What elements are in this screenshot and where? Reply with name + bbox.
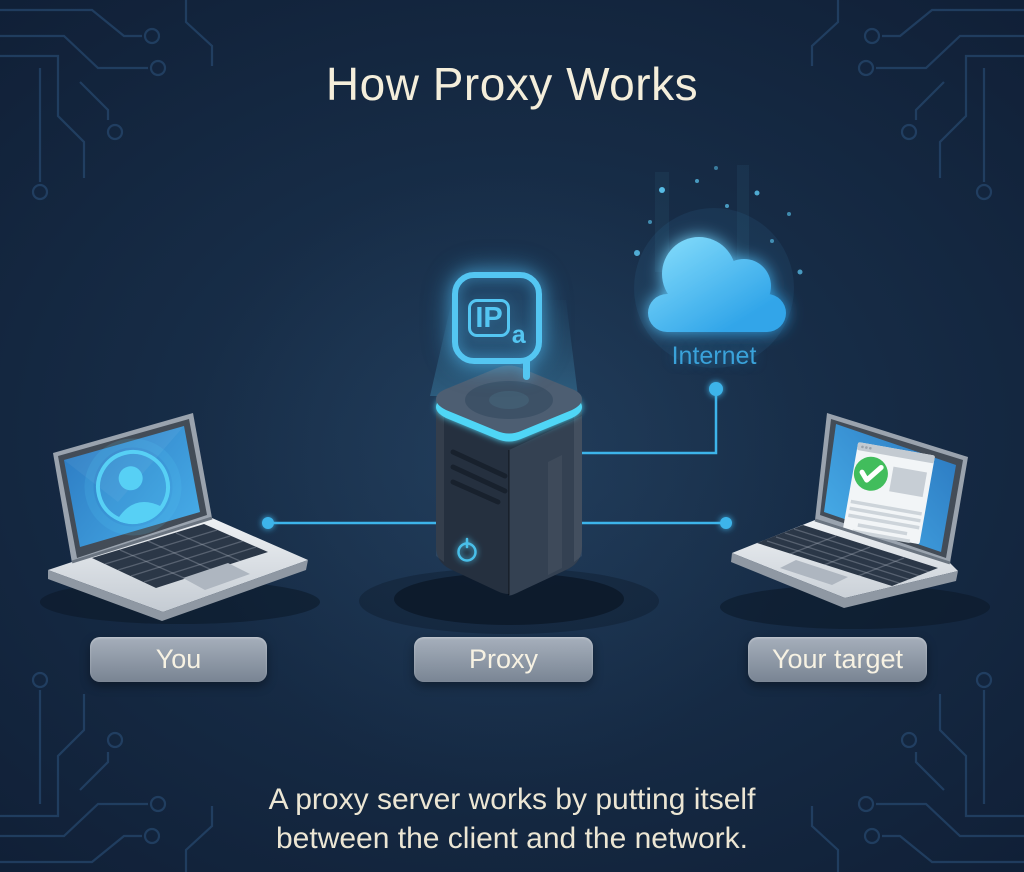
browser-window	[842, 442, 935, 544]
ip-badge-prefix: IP	[468, 298, 510, 338]
internet-label: Internet	[671, 342, 757, 370]
proxy-label-pill: Proxy	[414, 637, 593, 682]
trackpad	[183, 563, 250, 590]
proxy-server	[359, 365, 659, 634]
caption-line-1: A proxy server works by putting itself	[268, 783, 756, 816]
you-label-pill: You	[90, 637, 267, 682]
connector-lines	[268, 390, 726, 525]
target-label-pill: Your target	[748, 637, 927, 682]
page-title: How Proxy Works	[325, 57, 699, 110]
power-button-icon	[457, 537, 477, 562]
client-laptop	[40, 413, 320, 624]
trackpad	[780, 560, 848, 585]
connector-dots	[262, 382, 732, 529]
target-laptop	[720, 413, 990, 629]
server-vents	[450, 449, 508, 505]
internet-cloud-icon	[634, 166, 803, 332]
connector-internet-proxy	[568, 390, 718, 455]
cloud-particles	[634, 166, 803, 275]
caption-text: A proxy server works by putting itself b…	[0, 780, 1024, 858]
user-avatar-icon	[84, 438, 182, 536]
caption-line-2: between the client and the network.	[276, 822, 748, 855]
success-check-icon	[853, 456, 888, 491]
ip-badge-suffix: a	[511, 321, 526, 349]
